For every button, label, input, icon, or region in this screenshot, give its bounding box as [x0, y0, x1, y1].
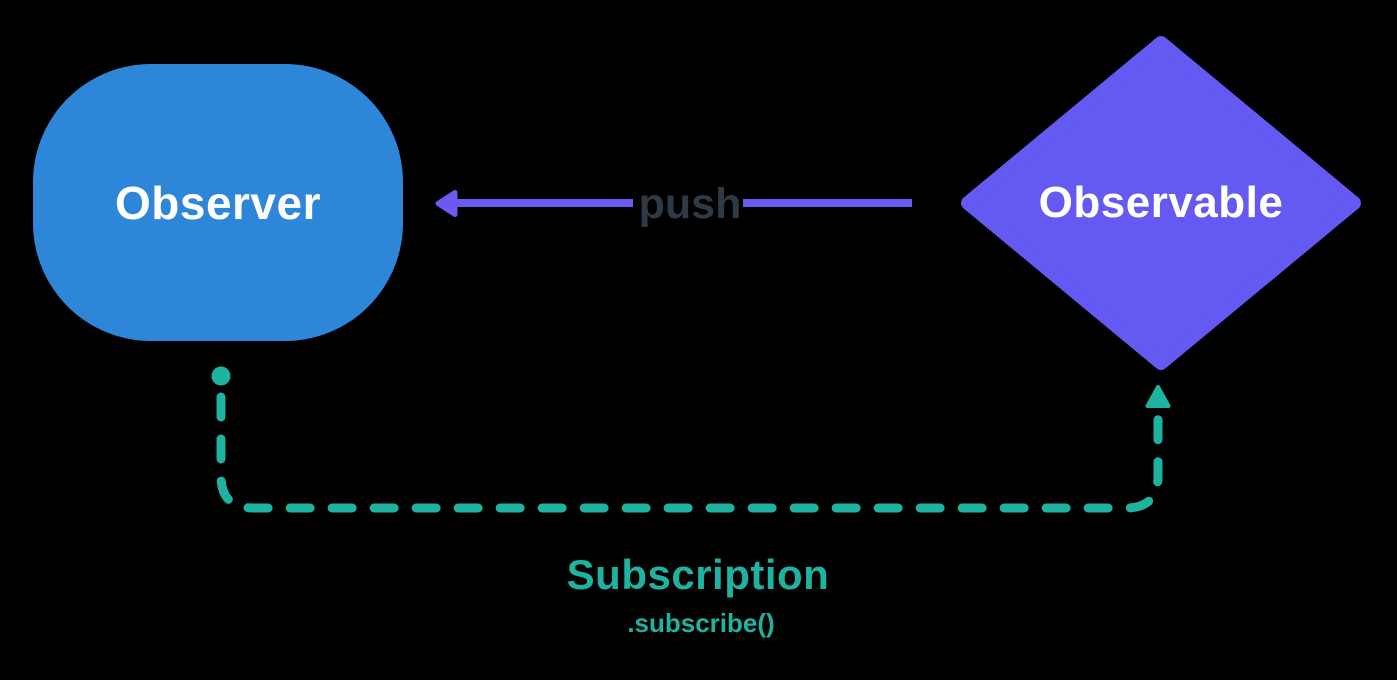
- push-edge-label: push: [638, 179, 742, 228]
- subscription-edge-title: Subscription: [566, 551, 830, 598]
- subscription-start-dot: [211, 366, 231, 386]
- observable-diamond-shape: [961, 36, 1361, 370]
- subscription-arrowhead-up-icon: [1145, 385, 1171, 408]
- observable-node: Observable: [961, 178, 1361, 228]
- subscription-dashed-path: [216, 392, 1163, 513]
- observable-node-label: Observable: [1038, 178, 1284, 227]
- subscription-method-label: .subscribe(): [627, 608, 775, 638]
- push-arrowhead-left-icon: [435, 190, 458, 217]
- observer-node: Observer: [33, 64, 403, 341]
- observer-node-label: Observer: [114, 176, 321, 229]
